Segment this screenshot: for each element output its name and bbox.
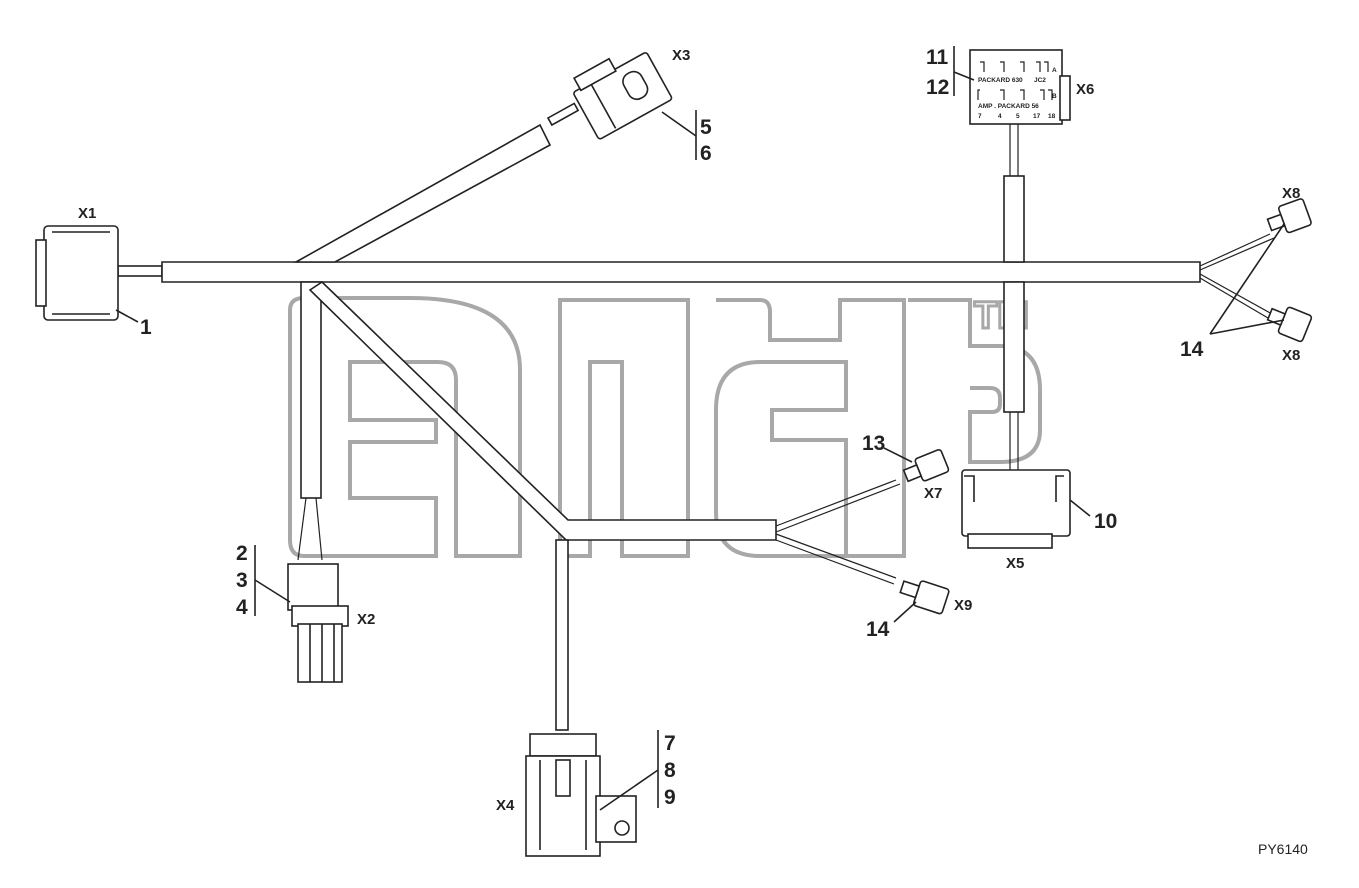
callout-14-right: 14 (1180, 338, 1204, 361)
connector-x7 (902, 448, 950, 483)
label-x3: X3 (672, 47, 690, 64)
connector-x2 (287, 563, 349, 683)
connector-x9 (899, 580, 950, 615)
label-x8-top: X8 (1282, 185, 1300, 202)
connector-x5 (961, 469, 1071, 549)
label-x6: X6 (1076, 81, 1094, 98)
connector-x6: PACKARD 630 JC2 A AMP . PACKARD 56 B 7 4… (969, 49, 1071, 125)
label-x4: X4 (496, 797, 515, 814)
callout-14-bottom: 14 (866, 618, 890, 641)
callout-11: 11 (926, 46, 949, 69)
callout-8: 8 (664, 759, 676, 782)
callout-5: 5 (700, 116, 712, 139)
x6-pin: 4 (998, 113, 1002, 120)
label-x5: X5 (1006, 555, 1024, 572)
callout-13: 13 (862, 432, 885, 455)
x6-pin: 7 (978, 113, 982, 120)
x6-pin: 17 (1033, 113, 1041, 120)
label-x8-bottom: X8 (1282, 347, 1300, 364)
connector-x3 (572, 52, 673, 140)
callout-1: 1 (140, 316, 152, 339)
x6-pin: 18 (1048, 113, 1056, 120)
callout-6: 6 (700, 142, 712, 165)
label-x1: X1 (78, 205, 96, 222)
x6-row2-letter: B (1052, 93, 1057, 100)
reference-code: PY6140 (1258, 841, 1308, 857)
connector-x4 (525, 733, 637, 857)
watermark-logo: TM (288, 294, 1042, 558)
connector-x1 (35, 225, 119, 321)
leader-lines (115, 46, 1285, 811)
x6-pin: 5 (1016, 113, 1020, 120)
callout-10: 10 (1094, 510, 1117, 533)
callout-2: 2 (236, 542, 248, 565)
x6-row1-label: PACKARD 630 (978, 77, 1023, 84)
callout-12: 12 (926, 76, 949, 99)
harness-wires (117, 102, 1275, 731)
x6-row2-label: AMP . PACKARD 56 (978, 103, 1039, 110)
callout-3: 3 (236, 569, 248, 592)
connector-x8-top (1266, 198, 1312, 234)
label-x9: X9 (954, 597, 972, 614)
x6-row1-code: JC2 (1034, 77, 1046, 84)
x6-row1-letter: A (1052, 67, 1057, 74)
callout-4: 4 (236, 596, 248, 619)
label-x2: X2 (357, 611, 375, 628)
callout-9: 9 (664, 786, 676, 809)
callout-7: 7 (664, 732, 676, 755)
label-x7: X7 (924, 485, 942, 502)
